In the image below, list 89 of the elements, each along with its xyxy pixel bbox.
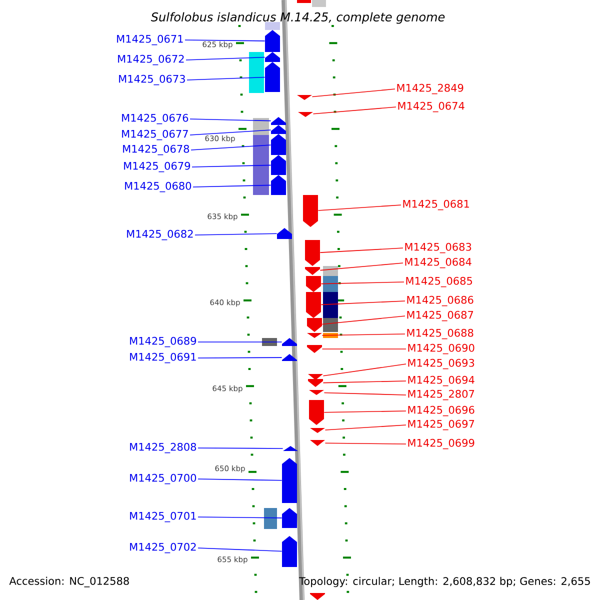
gene-label: M1425_0676 bbox=[122, 114, 188, 124]
gene-feature bbox=[283, 446, 298, 451]
leader-line bbox=[198, 357, 282, 358]
leader-line bbox=[322, 316, 406, 325]
gene-label: M1425_0671 bbox=[117, 34, 183, 46]
title: Sulfolobus islandicus M.14.25, complete genome bbox=[150, 12, 445, 24]
gene-label: M1425_0694 bbox=[408, 376, 474, 386]
gene-feature bbox=[308, 374, 323, 380]
gene-label: M1425_0681 bbox=[403, 200, 469, 210]
gene-label: M1425_0673 bbox=[119, 74, 185, 86]
leader-line bbox=[324, 392, 406, 396]
gene-feature bbox=[282, 458, 297, 503]
gene-feature bbox=[306, 292, 321, 318]
gene-label: M1425_0672 bbox=[118, 54, 184, 66]
gene-label: M1425_0688 bbox=[407, 328, 474, 340]
leader-line bbox=[320, 282, 404, 284]
leader-line bbox=[322, 364, 406, 376]
leader-line bbox=[322, 380, 406, 384]
gene-feature bbox=[307, 345, 322, 353]
leader-line bbox=[324, 424, 406, 430]
gene-feature bbox=[271, 117, 286, 125]
gene-label: M1425_0674 bbox=[398, 102, 464, 112]
genome-stats-text: Topology: circular; Length: 2,608,832 bp; Genes: 2,655 bbox=[299, 576, 590, 588]
gene-label: M1425_0685 bbox=[406, 276, 472, 288]
leader-line bbox=[192, 184, 272, 188]
leader-line bbox=[318, 204, 402, 211]
leader-line bbox=[190, 118, 272, 122]
gene-feature bbox=[310, 440, 325, 446]
gene-label: M1425_0683 bbox=[405, 242, 472, 254]
gene-feature bbox=[265, 52, 280, 62]
gene-label: M1425_0702 bbox=[130, 542, 196, 554]
leader-line bbox=[312, 106, 396, 114]
gene-label: M1425_0682 bbox=[127, 230, 193, 240]
leader-line bbox=[198, 448, 284, 449]
leader-line bbox=[184, 40, 266, 42]
gene-label: M1425_2808 bbox=[130, 442, 196, 454]
gene-label: M1425_0699 bbox=[408, 438, 474, 450]
gene-label: M1425_2849 bbox=[397, 84, 464, 94]
leader-line bbox=[194, 233, 278, 236]
gene-label: M1425_0687 bbox=[407, 310, 474, 322]
gene-feature bbox=[271, 155, 286, 175]
gene-feature bbox=[307, 333, 322, 338]
gene-feature bbox=[308, 379, 323, 387]
accession-text: Accession: NC_012588 bbox=[9, 576, 129, 588]
leader-line bbox=[312, 88, 396, 98]
leader-line bbox=[324, 442, 406, 444]
gene-label: M1425_0697 bbox=[408, 420, 474, 430]
gene-feature bbox=[298, 112, 313, 117]
gene-label: M1425_0701 bbox=[130, 512, 196, 522]
leader-line bbox=[320, 300, 406, 306]
leader-line bbox=[320, 248, 404, 253]
leader-line bbox=[190, 144, 272, 150]
leader-line bbox=[198, 478, 282, 481]
gene-label: M1425_0684 bbox=[405, 258, 472, 268]
gene-feature bbox=[282, 508, 297, 528]
gene-label: M1425_0680 bbox=[125, 182, 192, 192]
gene-feature bbox=[271, 175, 286, 195]
leader-line bbox=[186, 56, 266, 60]
gene-label: M1425_0696 bbox=[408, 406, 474, 416]
gene-label: M1425_0690 bbox=[408, 344, 474, 354]
gene-label: M1425_0691 bbox=[130, 352, 196, 364]
leader-line bbox=[198, 548, 282, 552]
gene-feature bbox=[305, 267, 320, 275]
leader-line bbox=[186, 76, 266, 80]
leader-line bbox=[198, 516, 282, 518]
gene-feature bbox=[277, 228, 292, 239]
gene-label: M1425_0693 bbox=[408, 358, 474, 370]
gene-feature bbox=[309, 390, 324, 395]
gene-feature bbox=[310, 428, 325, 433]
leader-line bbox=[190, 130, 272, 136]
gene-label: M1425_0700 bbox=[130, 474, 196, 484]
gene-feature bbox=[282, 536, 297, 567]
gene-label: M1425_0678 bbox=[123, 144, 190, 156]
leader-line bbox=[322, 348, 406, 350]
leader-line bbox=[192, 164, 272, 168]
gene-label: M1425_0677 bbox=[122, 130, 188, 140]
gene-label: M1425_0686 bbox=[407, 296, 474, 306]
gene-feature bbox=[271, 125, 286, 134]
gene-feature bbox=[282, 338, 297, 346]
gene-label: M1425_2807 bbox=[408, 390, 474, 400]
gene-feature bbox=[297, 95, 312, 100]
gene-label: M1425_0689 bbox=[130, 336, 196, 348]
leader-line bbox=[320, 262, 404, 271]
gene-label: M1425_0679 bbox=[124, 162, 190, 172]
leader-line bbox=[322, 334, 406, 336]
leader-line bbox=[324, 410, 406, 413]
gene-feature bbox=[309, 400, 324, 425]
gene-feature bbox=[303, 195, 318, 227]
gene-feature bbox=[282, 354, 297, 361]
